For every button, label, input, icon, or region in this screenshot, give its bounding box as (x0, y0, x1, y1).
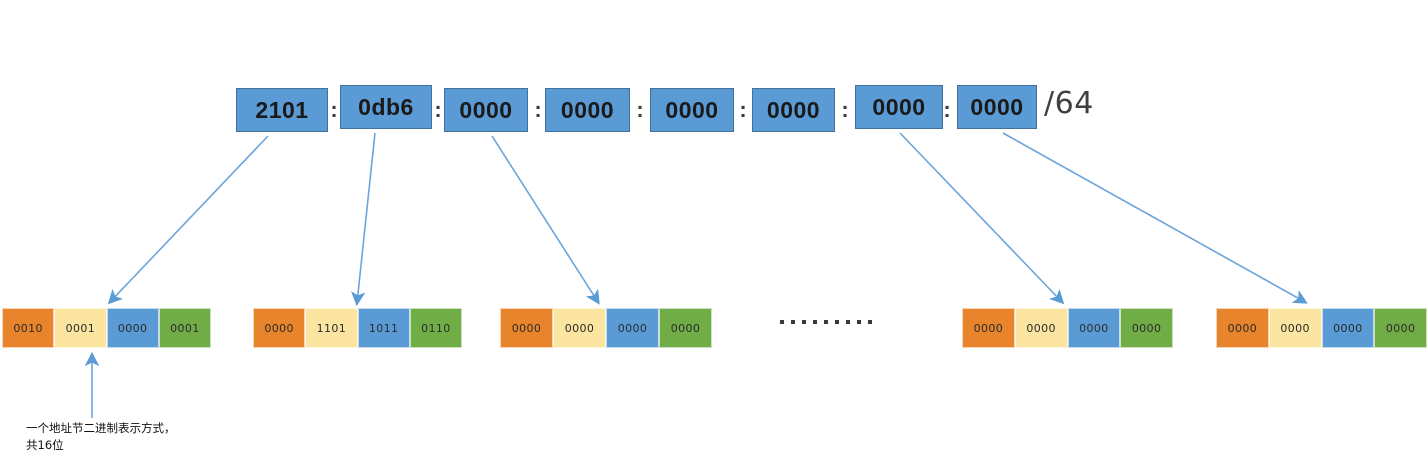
nibble-cell: 0000 (962, 308, 1015, 348)
nibble-cell: 0000 (500, 308, 553, 348)
nibble-cell: 0000 (1014, 308, 1068, 348)
ellipsis-dot (868, 320, 872, 324)
nibble-cell: 0010 (2, 308, 55, 348)
ellipsis-dot (813, 320, 817, 324)
ellipsis-dot (802, 320, 806, 324)
nibble-cell: 0110 (409, 308, 462, 348)
colon-separator-2: : (434, 97, 442, 122)
arrow-hextet-8-to-binary-5 (1002, 132, 1308, 304)
arrow-hextet-7-to-binary-4 (899, 132, 1065, 305)
nibble-cell: 0000 (553, 308, 606, 348)
nibble-cell: 0001 (54, 308, 107, 348)
ellipsis-dot (791, 320, 795, 324)
hextet-block-4: 0000 (545, 88, 630, 132)
colon-separator-1: : (330, 97, 338, 122)
caption-line-1: 一个地址节二进制表示方式， (26, 421, 176, 435)
nibble-cell: 0000 (1268, 308, 1322, 348)
colon-separator-6: : (841, 97, 849, 122)
hextet-block-6: 0000 (752, 88, 835, 132)
nibble-cell: 0000 (106, 308, 159, 348)
nibble-cell: 0000 (659, 308, 712, 348)
arrow-hextet-2-to-binary-2 (351, 132, 376, 307)
ellipsis-dot (824, 320, 828, 324)
nibble-cell: 1011 (357, 308, 410, 348)
arrow-hextet-3-to-binary-3 (491, 135, 600, 305)
nibble-cell: 0000 (1216, 308, 1269, 348)
nibble-cell: 0001 (158, 308, 211, 348)
ellipsis-dot (846, 320, 850, 324)
nibble-cell: 1101 (305, 308, 358, 348)
hextet-block-7: 0000 (855, 85, 943, 129)
caption-text: 一个地址节二进制表示方式， 共16位 (26, 420, 241, 454)
ellipsis-dot (780, 320, 784, 324)
hextet-block-5: 0000 (650, 88, 734, 132)
ellipsis-dot (857, 320, 861, 324)
caption-line-2: 共16位 (26, 438, 64, 452)
nibble-cell: 0000 (1321, 308, 1375, 348)
nibble-cell: 0000 (1374, 308, 1427, 348)
prefix-length-label: /64 (1044, 86, 1094, 121)
nibble-cell: 0000 (606, 308, 659, 348)
arrow-hextet-1-to-binary-1 (107, 135, 269, 305)
ellipsis-dot (835, 320, 839, 324)
colon-separator-7: : (943, 97, 951, 122)
hextet-block-8: 0000 (957, 85, 1037, 129)
hextet-block-2: 0db6 (340, 85, 432, 129)
hextet-block-3: 0000 (444, 88, 528, 132)
nibble-cell: 0000 (253, 308, 306, 348)
colon-separator-5: : (739, 97, 747, 122)
colon-separator-4: : (636, 97, 644, 122)
colon-separator-3: : (534, 97, 542, 122)
hextet-block-1: 2101 (236, 88, 328, 132)
ellipsis-dots (780, 320, 872, 324)
nibble-cell: 0000 (1120, 308, 1173, 348)
nibble-cell: 0000 (1067, 308, 1121, 348)
